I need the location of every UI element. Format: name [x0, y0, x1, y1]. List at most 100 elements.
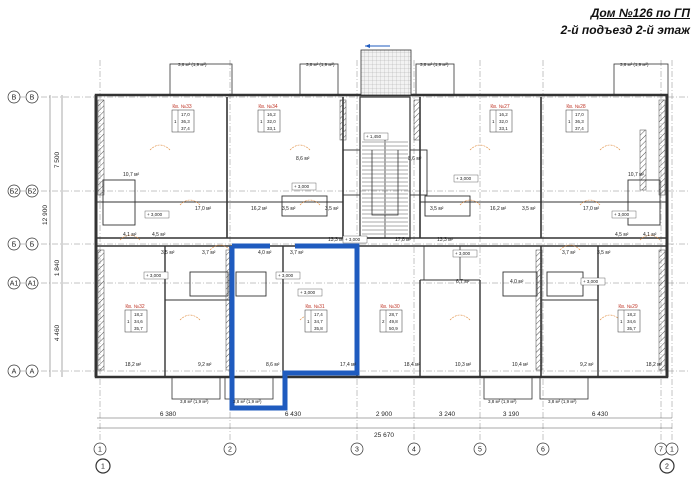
- elevation-mark-10: + 3,000: [345, 237, 361, 242]
- room-area-16: 13,3 м²: [328, 237, 345, 243]
- apartment-living-area: 16,2: [267, 112, 276, 117]
- axis-label-a-1: А: [30, 369, 35, 376]
- dim-bottom-3: 3 240: [439, 411, 456, 418]
- axis-bubble-a1-0: [7, 276, 21, 290]
- door-swing-0: [149, 144, 171, 151]
- dim-bottom-0: 6 380: [160, 411, 177, 418]
- room-area-19: 3,5 м²: [161, 250, 175, 256]
- apartment-table: [565, 109, 589, 133]
- annotations: 3,6 м² (1,9 м²) 3,8 м² (1,9 м²) 3,8 м² (1,…: [123, 62, 663, 404]
- elevation-box-5: [275, 271, 301, 280]
- axis-bubble-b2-0: [7, 184, 21, 198]
- elevation-mark-2: + 3,000: [147, 212, 163, 217]
- elevation-box-0: [291, 182, 317, 191]
- apartment-area: 34,6: [627, 319, 636, 324]
- elevation-mark-7: + 3,000: [455, 251, 471, 256]
- elevation-box-10: [342, 235, 368, 244]
- dim-left-3: 4 460: [54, 324, 61, 341]
- room-area-4: 3,5 м²: [325, 206, 339, 212]
- room-area-22: 3,7 м²: [290, 250, 304, 256]
- axis-label-7: 7: [659, 447, 663, 454]
- axis-bubble-a1-1: [25, 276, 39, 290]
- room-area-15: 4,1 м²: [643, 232, 657, 238]
- building-walls: [94, 49, 669, 400]
- elevation-mark-9: + 1,450: [366, 134, 382, 139]
- apartment-area: 49,8: [389, 319, 398, 324]
- axis-bubble-b-0: [7, 237, 21, 251]
- elevation-box-1: [453, 174, 479, 183]
- apartment-table: [257, 109, 281, 133]
- apartment-total-area: 35,7: [134, 326, 143, 331]
- room-area-34: 9,2 м²: [580, 362, 594, 368]
- apartment-rooms: 2: [382, 319, 385, 324]
- dim-left-1: 12 900: [42, 205, 49, 225]
- balcony-area-3: 3,6 м² (1,9 м²): [620, 62, 649, 67]
- elevation-box-6: [297, 288, 323, 297]
- apartment-table: [379, 309, 403, 333]
- axis-label-v-0: В: [12, 95, 17, 102]
- apartment-total-area: 33,1: [499, 126, 508, 131]
- staircase: [362, 44, 408, 235]
- apartment-table: [124, 309, 148, 333]
- axis-label-a1-1: А1: [28, 281, 37, 288]
- apartment-living-area: 17,4: [314, 312, 323, 317]
- balcony-area-6: 3,8 м² (1,9 м²): [488, 399, 517, 404]
- elevation-mark-8: + 3,000: [583, 279, 599, 284]
- section-marker-label-1: 2: [665, 464, 669, 471]
- axis-label-4: 4: [412, 447, 416, 454]
- room-area-26: 4,0 м²: [510, 279, 524, 285]
- room-area-32: 10,3 м²: [455, 362, 472, 368]
- apartment-area: 32,0: [499, 119, 508, 124]
- section-marker-0: [95, 458, 111, 474]
- room-area-14: 4,5 м²: [615, 232, 629, 238]
- apartment-living-area: 28,7: [389, 312, 398, 317]
- axis-bubble-4: [407, 442, 421, 456]
- apartment-total-area: 50,9: [389, 326, 398, 331]
- room-area-23: 3,7 м²: [562, 250, 576, 256]
- axis-label-1d: 1: [670, 447, 674, 454]
- balcony-area-5: 3,8 м² (1,9 м²): [233, 399, 262, 404]
- dim-left-2: 1 840: [54, 259, 61, 276]
- room-area-10: 10,7 м²: [123, 172, 140, 178]
- drawing-title: Дом №126 по ГП: [590, 6, 690, 20]
- axis-bubble-a-0: [7, 364, 21, 378]
- axis-bubble-v-0: [7, 90, 21, 104]
- elevation-mark-0: + 3,000: [294, 184, 310, 189]
- apartment-rooms: 1: [174, 119, 177, 124]
- elevation-box-2: [144, 210, 170, 219]
- dim-bottom-1: 6 430: [285, 411, 302, 418]
- room-area-28: 9,2 м²: [198, 362, 212, 368]
- room-area-12: 4,1 м²: [123, 232, 137, 238]
- room-area-1: 16,2 м²: [251, 206, 268, 212]
- axis-bubble-6: [536, 442, 550, 456]
- apartment-area: 32,0: [267, 119, 276, 124]
- apartment-rooms: 1: [492, 119, 495, 124]
- apartment-rooms: 1: [260, 119, 263, 124]
- apartment-number: Кв. №28: [566, 104, 585, 110]
- axis-label-6: 6: [541, 447, 545, 454]
- axis-bubble-a-1: [25, 364, 39, 378]
- door-swing-11: [599, 314, 621, 321]
- balcony-area-7: 3,8 м² (1,9 м²): [548, 399, 577, 404]
- section-marker-1: [659, 458, 675, 474]
- apartment-area: 34,6: [134, 319, 143, 324]
- apartment-number: Кв. №34: [258, 104, 277, 110]
- apartment-area: 36,3: [575, 119, 584, 124]
- door-swings: [119, 144, 661, 321]
- axis-label-b2-0: Б2: [10, 189, 19, 196]
- room-area-33: 10,4 м²: [512, 362, 529, 368]
- dim-bottom-4: 3 190: [503, 411, 520, 418]
- room-area-8: 3,5 м²: [522, 206, 536, 212]
- dim-bottom-2: 2 900: [376, 411, 393, 418]
- section-marker-label-0: 1: [101, 464, 105, 471]
- balcony-area-2: 3,8 м² (1,9 м²): [420, 62, 449, 67]
- axis-label-3: 3: [355, 447, 359, 454]
